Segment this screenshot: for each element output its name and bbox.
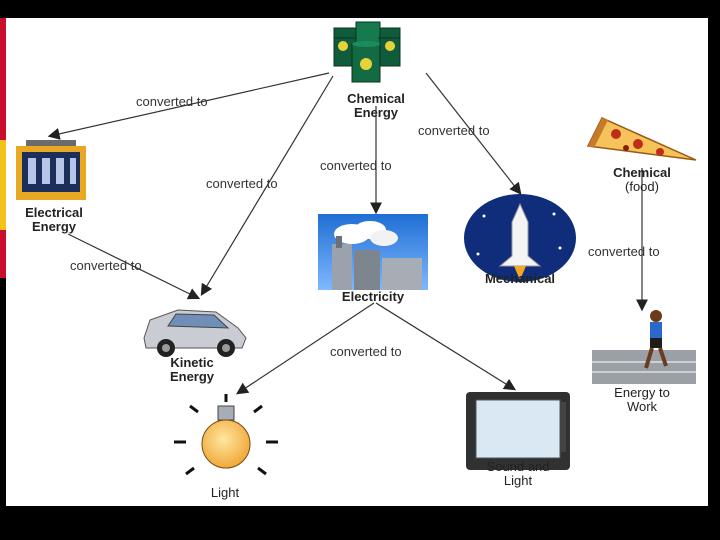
label-kinetic-energy-line2: Energy <box>169 369 215 384</box>
arrow-electrical-to-kinetic <box>67 233 201 300</box>
label-chemical-food: Chemical (food) <box>594 166 690 194</box>
label-sound-and-light-line2: Light <box>503 473 533 488</box>
arrow-electricity-to-tv <box>375 302 517 391</box>
frame-accent-yellow <box>0 140 6 230</box>
label-chemical-food-line1: Chemical <box>613 165 671 180</box>
label-chemical-energy-line1: Chemical <box>347 91 405 106</box>
label-sound-and-light: Sound and Light <box>466 460 570 488</box>
label-electrical-energy-line1: Electrical <box>25 205 83 220</box>
diagram-graphics <box>16 21 697 476</box>
television-icon <box>466 392 570 470</box>
label-kinetic-energy: Kinetic Energy <box>152 356 232 384</box>
label-electrical-energy-line2: Energy <box>31 219 77 234</box>
label-chemical-food-line2: (food) <box>625 179 659 194</box>
arrow-chem-to-electrical <box>47 72 330 140</box>
label-light: Light <box>210 485 240 500</box>
arrow-electricity-to-light <box>235 302 375 395</box>
label-mechanical: Mechanical <box>484 271 556 286</box>
edge-label-chem-to-electrical: converted to <box>136 94 208 109</box>
edge-label-electricity-to-light-tv: converted to <box>330 344 402 359</box>
label-energy-to-work-line2: Work <box>626 399 658 414</box>
space-shuttle-icon <box>464 194 576 282</box>
arrow-chem-to-kinetic <box>200 75 334 297</box>
label-energy-to-work-line1: Energy to <box>614 385 670 400</box>
battery-icon <box>16 140 86 200</box>
label-sound-and-light-line1: Sound and <box>486 459 550 474</box>
arrows <box>47 72 648 395</box>
edge-label-chem-to-kinetic: converted to <box>206 176 278 191</box>
edge-label-chem-to-mechanical: converted to <box>418 123 490 138</box>
label-chemical-energy-line2: Energy <box>353 105 399 120</box>
power-plant-icon <box>318 214 428 290</box>
pizza-slice-icon <box>586 117 697 161</box>
label-electrical-energy: Electrical Energy <box>6 206 102 234</box>
edge-label-chem-to-electricity: converted to <box>320 158 392 173</box>
light-bulb-icon <box>174 394 278 476</box>
runner-icon <box>592 310 696 384</box>
diagram-canvas: Chemical Energy Electrical Energy Kineti… <box>6 18 708 506</box>
label-energy-to-work: Energy to Work <box>594 386 690 414</box>
oil-barrels-icon <box>333 21 401 83</box>
label-kinetic-energy-line1: Kinetic <box>170 355 214 370</box>
edge-label-food-to-work: converted to <box>588 244 660 259</box>
label-chemical-energy: Chemical Energy <box>328 92 424 120</box>
car-icon <box>143 309 247 357</box>
edge-label-electrical-to-kinetic: converted to <box>70 258 142 273</box>
label-electricity: Electricity <box>341 289 405 304</box>
arrow-chem-to-mechanical <box>425 72 522 195</box>
